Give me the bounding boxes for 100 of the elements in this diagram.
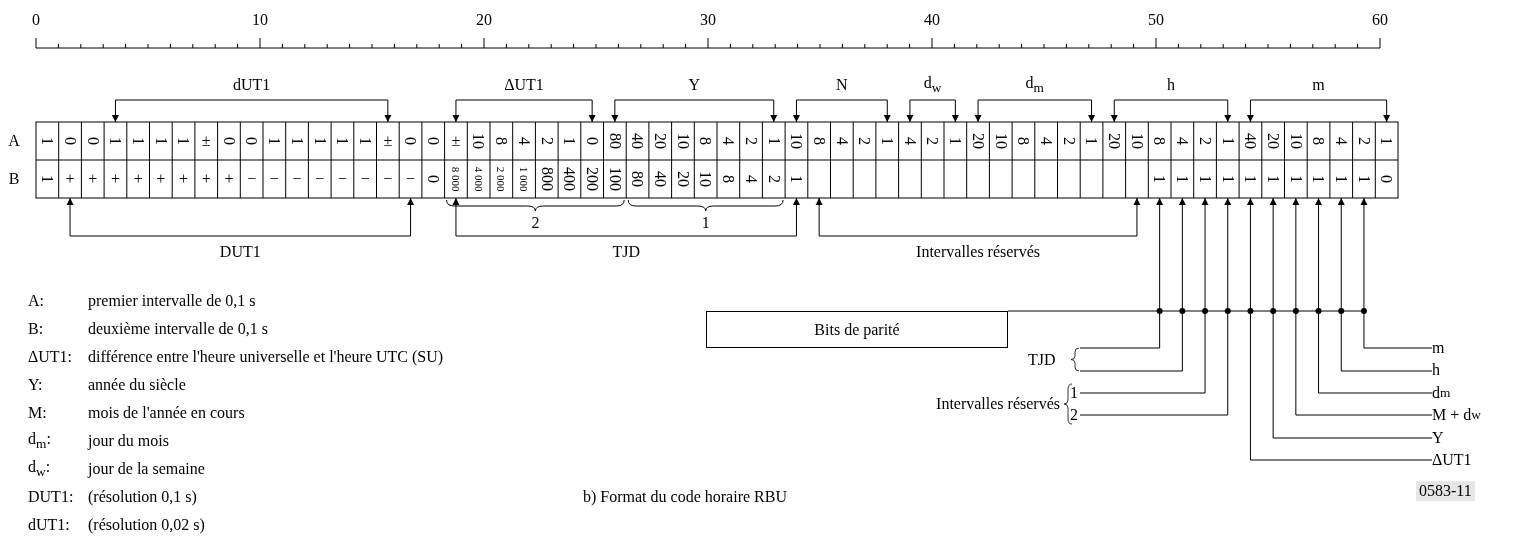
bit-value: 8 (1309, 137, 1328, 145)
bit-value: − (315, 170, 325, 188)
key-description: année du siècle (88, 376, 186, 394)
bit-value: 2 (855, 137, 874, 145)
bit-value: 10 (991, 133, 1010, 149)
bit-value: − (269, 170, 279, 188)
bit-value: 40 (651, 171, 670, 187)
key-symbol: M: (28, 404, 47, 422)
bit-value: 4 (1332, 137, 1351, 145)
bit-value: + (179, 170, 189, 188)
bit-value: 2 (923, 137, 942, 145)
bit-value: 4 (742, 175, 760, 183)
bit-value: 200 (583, 167, 601, 191)
leader-label: Y (1432, 427, 1444, 448)
bit-value: 2 (1196, 137, 1214, 145)
bit-value: 4 000 (472, 166, 485, 192)
bracket-label: Y (688, 76, 701, 94)
bit-value: 4 (1173, 137, 1192, 145)
bit-value: 1 (1218, 137, 1237, 145)
key-description: différence entre l'heure universelle et l'heure UTC (SU) (88, 348, 444, 366)
leader-label: m (1432, 338, 1445, 358)
bit-value: 1 (38, 175, 57, 183)
bit-value: 8 (1014, 137, 1033, 145)
key-description: (résolution 0,02 s) (88, 516, 205, 534)
bit-value: 4 (719, 137, 738, 145)
bit-value: 1 (1218, 175, 1237, 183)
bit-value: 8 000 (449, 166, 462, 192)
bit-value: 2 (1355, 137, 1373, 145)
key-symbol: A: (28, 292, 44, 310)
key-description: jour du mois (88, 432, 169, 450)
bit-value: 1 (310, 137, 329, 145)
bit-value: + (110, 170, 120, 188)
leader-line (1292, 197, 1433, 416)
bit-value: 0 (1377, 175, 1396, 183)
bracket-label: Intervalles réservés (916, 243, 1040, 261)
bit-value: − (360, 170, 370, 188)
bit-value: 2 (742, 137, 760, 145)
bracket-label: d$_{w}$ (923, 74, 942, 96)
bit-value: 0 (401, 137, 420, 145)
bit-value: 8 (719, 175, 738, 183)
scale-number: 50 (1148, 11, 1164, 29)
bit-value: 0 (61, 137, 79, 145)
bit-value: 4 (515, 137, 533, 145)
leader-line (1079, 197, 1209, 394)
leader-line (1337, 197, 1433, 372)
leader-label: h (1432, 360, 1440, 381)
bit-value: 1 (265, 137, 284, 145)
bit-value: + (201, 170, 211, 188)
bit-value: 1 (560, 137, 579, 145)
key-symbol: d$_{m}$: (28, 430, 51, 452)
bit-value: 1 (333, 137, 352, 145)
bit-value: 4 (833, 137, 851, 145)
scale-number: 20 (476, 11, 492, 29)
group-number: 2 (531, 214, 540, 232)
key-description: premier intervalle de 0,1 s (88, 292, 256, 310)
bit-value: 2 (537, 137, 556, 145)
bit-value: 10 (1128, 133, 1146, 149)
bit-value: 8 (492, 137, 511, 145)
bracket-label: m (1312, 76, 1325, 94)
bit-value: 1 (1150, 175, 1169, 183)
bit-value: 1 (129, 137, 147, 145)
leader-line (1079, 197, 1232, 416)
bit-value: 1 (1173, 175, 1192, 183)
bit-value: 1 (764, 137, 783, 145)
key-symbol: Y: (28, 376, 43, 394)
figure-number: 0583-11 (1416, 481, 1475, 501)
key-description: deuxième intervalle de 0,1 s (88, 320, 268, 338)
bit-value: 1 (356, 137, 374, 145)
bit-value: 1 (1332, 175, 1351, 183)
bit-value: + (88, 170, 98, 188)
key-symbol: ΔUT1: (28, 348, 73, 366)
bracket-label: Intervalles réservés (936, 395, 1060, 413)
bit-value: 8 (696, 137, 715, 145)
bit-value: 1 (106, 137, 125, 145)
leader-line (1315, 197, 1433, 394)
scale-number: 60 (1372, 11, 1388, 29)
bit-value: 4 (901, 137, 919, 145)
parity-box: Bits de parité (706, 311, 1008, 348)
bit-value: 8 (1150, 137, 1169, 145)
bracket-label: h (1167, 76, 1175, 94)
bit-value: 4 (1037, 137, 1055, 145)
bit-value: 100 (606, 167, 624, 191)
key-description: mois de l'année en cours (88, 404, 245, 422)
bracket-label: N (836, 76, 848, 94)
bit-value: 10 (696, 171, 715, 187)
leader-label: 1 (1070, 384, 1080, 402)
bit-value: 8 (810, 137, 828, 145)
row-label: B (8, 170, 20, 188)
scale-number: 40 (924, 11, 940, 29)
key-description: jour de la semaine (88, 460, 205, 478)
bit-value: + (224, 170, 234, 188)
bit-value: 20 (969, 133, 987, 149)
bit-value: 1 000 (518, 166, 531, 192)
bit-value: 1 (1264, 175, 1282, 183)
bit-value: 800 (537, 167, 556, 191)
key-description: (résolution 0,1 s) (88, 488, 197, 506)
group-number: 1 (701, 214, 710, 232)
bit-value: + (156, 170, 166, 188)
bit-value: 1 (1355, 175, 1373, 183)
bit-value: 0 (242, 137, 261, 145)
